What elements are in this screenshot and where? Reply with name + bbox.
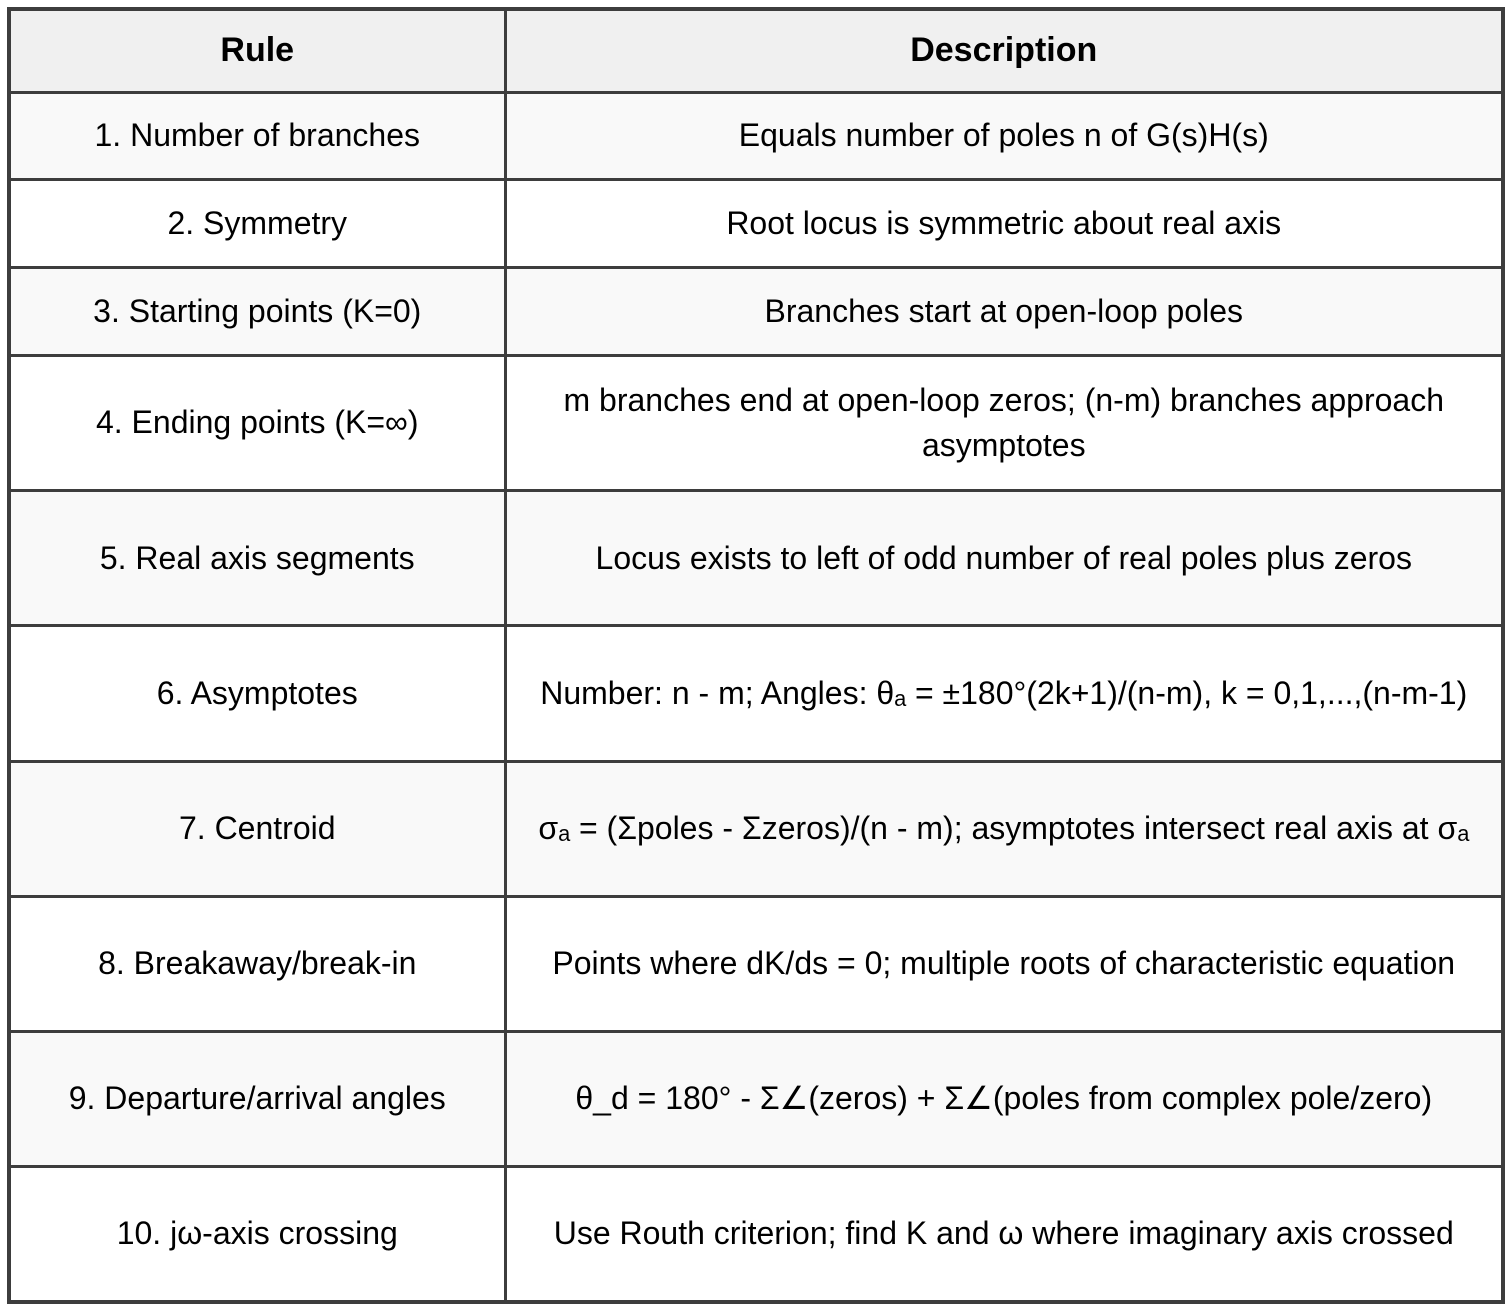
rule-cell: 1. Number of branches [7, 90, 507, 182]
description-cell: Points where dK/ds = 0; multiple roots o… [503, 894, 1505, 1033]
rule-cell: 2. Symmetry [7, 178, 507, 270]
rule-cell: 10. jω-axis crossing [7, 1165, 507, 1304]
rule-cell: 8. Breakaway/break-in [7, 894, 507, 1033]
rule-cell: 4. Ending points (K=∞) [7, 353, 507, 493]
description-cell: Use Routh criterion; find K and ω where … [503, 1165, 1505, 1304]
description-cell: Root locus is symmetric about real axis [503, 178, 1505, 270]
header-cell-rule: Rule [7, 7, 507, 94]
description-cell: Number: n - m; Angles: θₐ = ±180°(2k+1)/… [503, 624, 1505, 763]
description-cell: Locus exists to left of odd number of re… [503, 489, 1505, 628]
description-cell: m branches end at open-loop zeros; (n-m)… [503, 353, 1505, 493]
description-cell: θ_d = 180° - Σ∠(zeros) + Σ∠(poles from c… [503, 1029, 1505, 1169]
rule-cell: 3. Starting points (K=0) [7, 266, 507, 357]
rule-cell: 7. Centroid [7, 759, 507, 898]
header-row: Rule Description [7, 7, 1505, 94]
rule-cell: 6. Asymptotes [7, 624, 507, 763]
rule-cell: 9. Departure/arrival angles [7, 1029, 507, 1169]
table-row: 4. Ending points (K=∞)m branches end at … [7, 353, 1505, 493]
header-cell-description: Description [503, 7, 1505, 94]
description-cell: Equals number of poles n of G(s)H(s) [503, 90, 1505, 182]
table-row: 3. Starting points (K=0)Branches start a… [7, 266, 1505, 357]
rule-cell: 5. Real axis segments [7, 489, 507, 628]
description-cell: σₐ = (Σpoles - Σzeros)/(n - m); asymptot… [503, 759, 1505, 898]
description-cell: Branches start at open-loop poles [503, 266, 1505, 357]
